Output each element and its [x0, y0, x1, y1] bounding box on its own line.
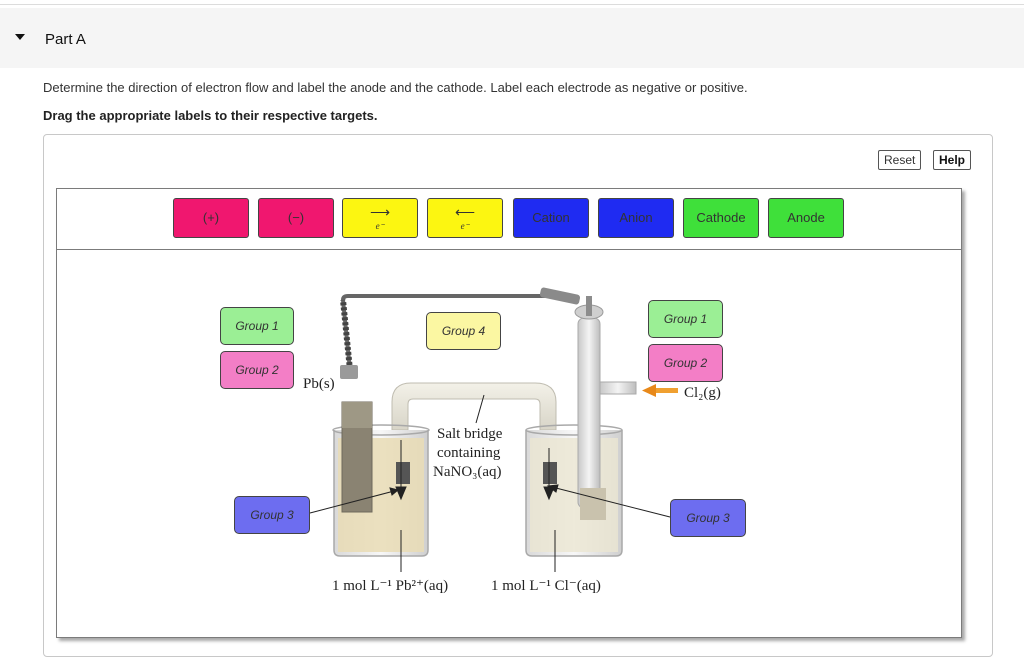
- target-left-group3[interactable]: Group 3: [234, 496, 310, 534]
- target-pointer-lines: [309, 394, 671, 572]
- drag-drop-workspace: [56, 188, 962, 638]
- drag-instruction: Drag the appropriate labels to their res…: [43, 108, 378, 123]
- part-header[interactable]: Part A: [0, 8, 1024, 68]
- external-wire: [340, 287, 581, 379]
- left-solution-label: 1 mol L⁻¹ Pb²⁺(aq): [332, 578, 448, 594]
- collapse-caret-icon[interactable]: [15, 34, 25, 40]
- salt-bridge-label-line3: NaNO₃(aq): [433, 464, 502, 480]
- target-left-group2[interactable]: Group 2: [220, 351, 294, 389]
- electron-symbol: e⁻: [460, 221, 470, 231]
- target-left-group1[interactable]: Group 1: [220, 307, 294, 345]
- label-cathode[interactable]: Cathode: [683, 198, 759, 238]
- label-anion[interactable]: Anion: [598, 198, 674, 238]
- target-right-group3[interactable]: Group 3: [670, 499, 746, 537]
- left-electrode-marker: [396, 462, 410, 484]
- help-button[interactable]: Help: [933, 150, 972, 170]
- right-solution-label: 1 mol L⁻¹ Cl⁻(aq): [491, 578, 601, 594]
- chlorine-gas-label: Cl₂(g): [684, 385, 721, 401]
- label-bank-divider: [56, 249, 961, 250]
- label-plus[interactable]: (+): [173, 198, 249, 238]
- part-title: Part A: [45, 31, 86, 48]
- right-beaker: [525, 296, 637, 557]
- electron-symbol: e⁻: [375, 221, 385, 231]
- salt-bridge: [391, 382, 557, 431]
- lead-electrode-label: Pb(s): [303, 376, 335, 392]
- target-right-group2[interactable]: Group 2: [648, 344, 723, 382]
- reset-button[interactable]: Reset: [878, 150, 922, 170]
- label-minus[interactable]: (−): [258, 198, 334, 238]
- label-anode[interactable]: Anode: [768, 198, 844, 238]
- label-cation[interactable]: Cation: [513, 198, 589, 238]
- target-group4[interactable]: Group 4: [426, 312, 501, 350]
- label-electron-left-arrow[interactable]: ⟵ e⁻: [427, 198, 503, 238]
- salt-bridge-label-line2: containing: [437, 445, 501, 461]
- left-beaker: [332, 401, 430, 557]
- target-right-group1[interactable]: Group 1: [648, 300, 723, 338]
- salt-bridge-label-line1: Salt bridge: [437, 426, 503, 442]
- left-arrow-icon: ⟵: [454, 204, 476, 220]
- label-electron-right-arrow[interactable]: ⟶ e⁻: [342, 198, 418, 238]
- question-instruction: Determine the direction of electron flow…: [43, 80, 748, 95]
- right-electrode-marker: [543, 462, 557, 484]
- chlorine-gas-inlet-arrow: [642, 384, 678, 397]
- right-arrow-icon: ⟶: [369, 204, 391, 220]
- top-divider: [0, 4, 1024, 5]
